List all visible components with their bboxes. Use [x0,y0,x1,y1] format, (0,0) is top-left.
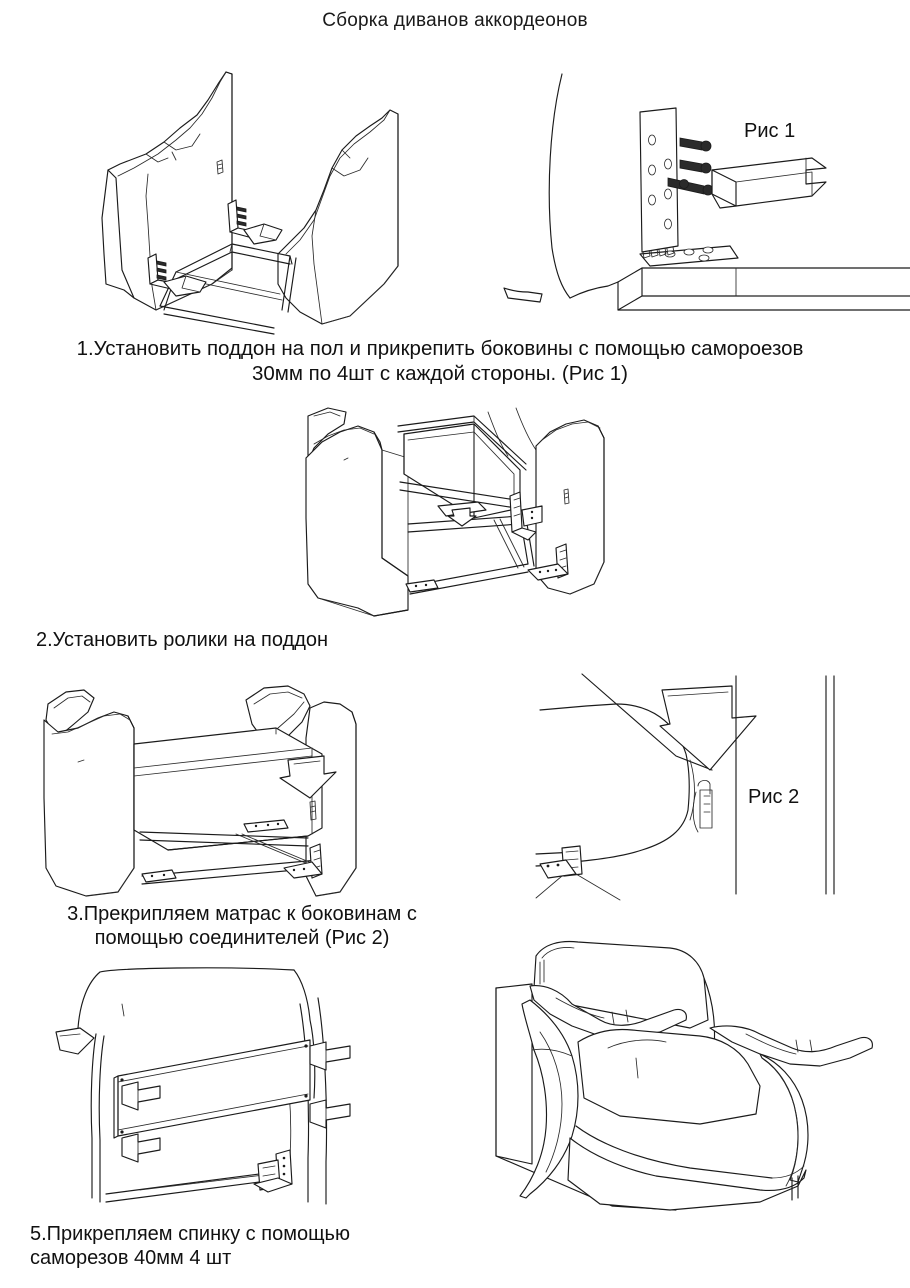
illustration-step2-pallet [288,398,628,620]
step-1-text: 1.Установить поддон на пол и прикрепить … [76,337,804,385]
illustration-step1-frame [60,58,410,335]
step-2-text: 2.Установить ролики на поддон [36,629,329,651]
page-title: Сборка диванов аккордеонов [322,10,588,31]
illustration-fig1-bracket [490,60,910,320]
step-5-text: 5.Прикрепляем спинку с помощью саморезов… [30,1223,350,1270]
illustration-finished-sofa [460,928,910,1211]
figure-1-label: Рис 1 [744,120,796,142]
illustration-step5-back [22,958,402,1210]
illustration-step3-mattress [22,678,382,900]
figure-2-label: Рис 2 [748,786,800,808]
step-3-text: 3.Прекрипляем матрас к боковинам с помощ… [67,903,417,950]
illustration-fig2-connector [500,660,910,901]
